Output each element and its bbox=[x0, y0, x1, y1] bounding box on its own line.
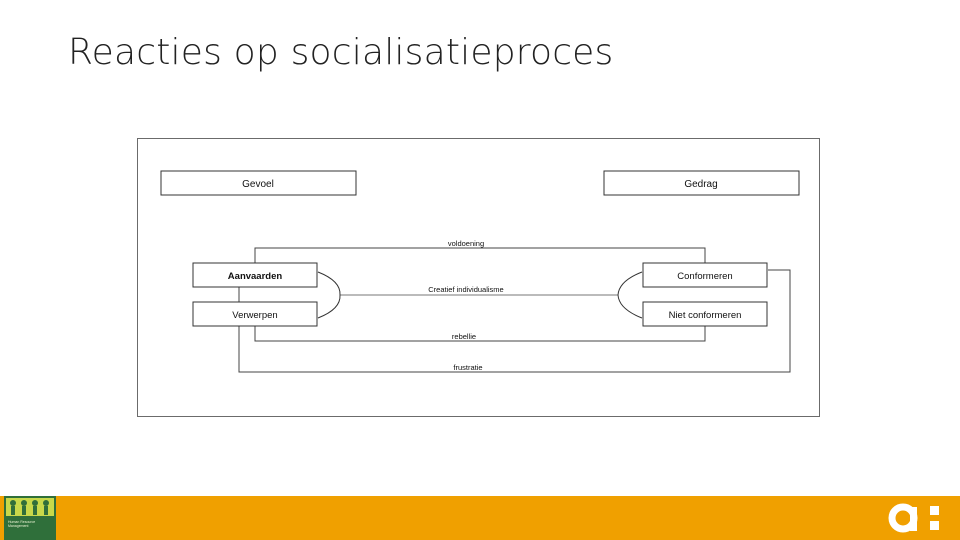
book-cover-title: Human Resource Management bbox=[8, 520, 36, 528]
slide-title: Reacties op socialisatieproces bbox=[68, 32, 614, 73]
connection-line-frustratie bbox=[238, 269, 791, 373]
brand-logo-icon bbox=[888, 503, 939, 533]
label-frustratie: frustratie bbox=[453, 363, 482, 372]
node-label-niet-conformeren: Niet conformeren bbox=[669, 310, 742, 321]
label-rebellie: rebellie bbox=[452, 332, 476, 341]
node-label-verwerpen: Verwerpen bbox=[232, 310, 277, 321]
node-label-aanvaarden: Aanvaarden bbox=[228, 271, 283, 282]
node-box-niet-conformeren bbox=[642, 301, 768, 327]
node-label-conformeren: Conformeren bbox=[677, 271, 732, 282]
header-label-behavior: Gedrag bbox=[684, 179, 717, 190]
footer-bar bbox=[0, 496, 960, 540]
node-box-conformeren bbox=[642, 262, 768, 288]
right-bracket-curve bbox=[617, 271, 643, 319]
socialization-diagram: Gevoel Gedrag voldoening Creatief indivi… bbox=[137, 138, 820, 417]
node-box-aanvaarden bbox=[192, 262, 318, 288]
book-figures-icon bbox=[6, 498, 54, 516]
node-box-verwerpen bbox=[192, 301, 318, 327]
header-box-behavior bbox=[603, 170, 800, 196]
header-box-feeling bbox=[160, 170, 357, 196]
label-creatief-individualisme: Creatief individualisme bbox=[428, 285, 503, 294]
header-label-feeling: Gevoel bbox=[242, 179, 274, 190]
connection-line-rebellie bbox=[254, 326, 706, 342]
left-bracket-curve bbox=[317, 271, 341, 319]
connection-line-voldoening bbox=[254, 247, 706, 263]
label-voldoening: voldoening bbox=[448, 239, 484, 248]
diagram-canvas: Gevoel Gedrag voldoening Creatief indivi… bbox=[160, 170, 800, 373]
book-cover-thumbnail: Human Resource Management bbox=[4, 496, 56, 540]
